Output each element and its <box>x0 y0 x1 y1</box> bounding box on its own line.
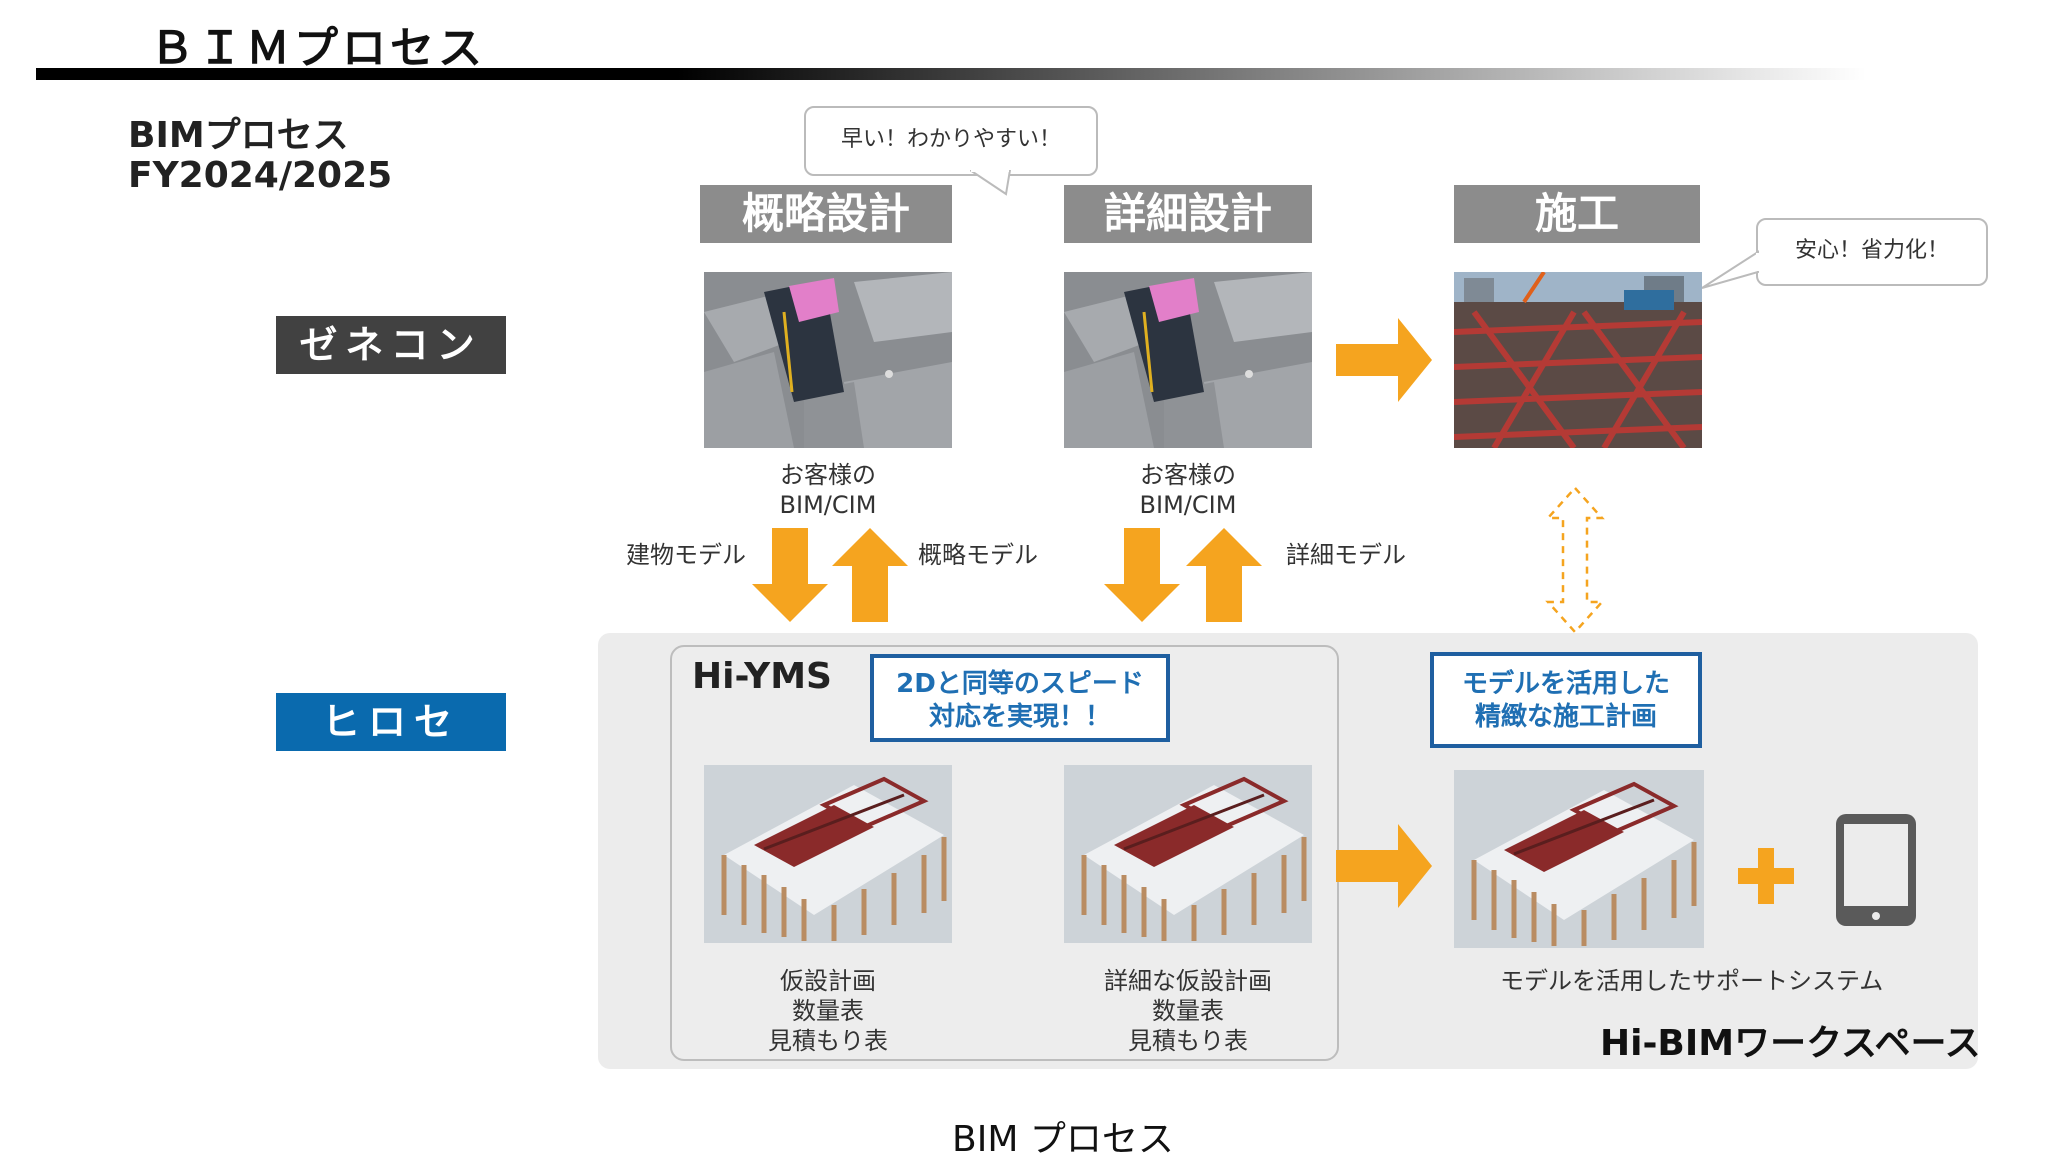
output-temp-line3: 見積もり表 <box>768 1027 888 1055</box>
arrow-up-2 <box>1186 528 1262 622</box>
arrow-down-1 <box>752 528 828 622</box>
hi-yms-label: Hi-YMS <box>692 656 832 697</box>
output-detail-line1: 詳細な仮設計画 <box>1104 967 1272 995</box>
client-model-1-line1: お客様の <box>780 461 876 489</box>
bubble-fast: 早い！わかりやすい！ <box>804 106 1098 176</box>
figure-caption: BIM プロセス <box>952 1119 1174 1160</box>
subtitle-line1: BIMプロセス <box>128 115 349 156</box>
bubble-fast-tail <box>970 170 1012 196</box>
title-underline <box>36 68 1866 80</box>
client-model-label-1: お客様の BIM/CIM <box>740 460 916 520</box>
city-model-image-1 <box>704 272 952 448</box>
arrow-right-bottom <box>1336 824 1432 908</box>
phase-rough-design: 概略設計 <box>700 185 952 243</box>
callout-speed: 2Dと同等のスピード 対応を実現！！ <box>870 654 1170 742</box>
plus-icon <box>1738 848 1794 904</box>
label-building-model: 建物モデル <box>626 541 746 569</box>
phase-construction: 施工 <box>1454 185 1700 243</box>
client-model-2-line2: BIM/CIM <box>1139 491 1237 519</box>
label-detail-model: 詳細モデル <box>1286 541 1406 569</box>
bubble-fast-text: 早い！わかりやすい！ <box>840 127 1061 152</box>
role-general-contractor: ゼネコン <box>276 316 506 374</box>
callout-plan-line1: モデルを活用した <box>1461 669 1670 699</box>
bubble-safe-tail <box>1701 250 1760 289</box>
output-support-system: モデルを活用したサポートシステム <box>1500 967 1884 995</box>
output-detail-line2: 数量表 <box>1152 997 1224 1025</box>
callout-speed-line1: 2Dと同等のスピード <box>896 669 1144 699</box>
client-model-label-2: お客様の BIM/CIM <box>1100 460 1276 520</box>
callout-plan-line2: 精緻な施工計画 <box>1474 702 1657 732</box>
construction-site-photo <box>1454 272 1702 448</box>
arrow-right-top <box>1336 318 1432 402</box>
callout-plan: モデルを活用した 精緻な施工計画 <box>1430 652 1702 748</box>
client-model-2-line1: お客様の <box>1140 461 1236 489</box>
output-detail-line3: 見積もり表 <box>1128 1027 1248 1055</box>
tablet-icon <box>1836 814 1916 926</box>
phase-detail-design: 詳細設計 <box>1064 185 1312 243</box>
bubble-safe: 安心！省力化！ <box>1756 218 1988 286</box>
output-temp-line2: 数量表 <box>792 997 864 1025</box>
role-hirose: ヒロセ <box>276 693 506 751</box>
dashed-bidirectional-arrow <box>1545 486 1605 634</box>
output-detail-plan: 詳細な仮設計画 数量表 見積もり表 <box>1064 966 1312 1056</box>
output-temporary-plan: 仮設計画 数量表 見積もり表 <box>704 966 952 1056</box>
arrow-down-2 <box>1104 528 1180 622</box>
support-system-model <box>1454 770 1704 948</box>
subtitle-line2: FY2024/2025 <box>128 155 393 196</box>
arrow-up-1 <box>832 528 908 622</box>
temporary-works-model-1 <box>704 765 952 943</box>
subtitle: BIMプロセス FY2024/2025 <box>128 116 392 196</box>
bubble-safe-text: 安心！省力化！ <box>1794 238 1949 263</box>
hi-bim-workspace-label: Hi-BIMワークスペース <box>1600 1023 1981 1064</box>
temporary-works-model-2 <box>1064 765 1312 943</box>
callout-speed-line2: 対応を実現！！ <box>928 702 1111 732</box>
page-title: ＢＩＭプロセス <box>150 23 486 74</box>
label-rough-model: 概略モデル <box>918 541 1038 569</box>
client-model-1-line2: BIM/CIM <box>779 491 877 519</box>
city-model-image-2 <box>1064 272 1312 448</box>
output-temp-line1: 仮設計画 <box>780 967 876 995</box>
